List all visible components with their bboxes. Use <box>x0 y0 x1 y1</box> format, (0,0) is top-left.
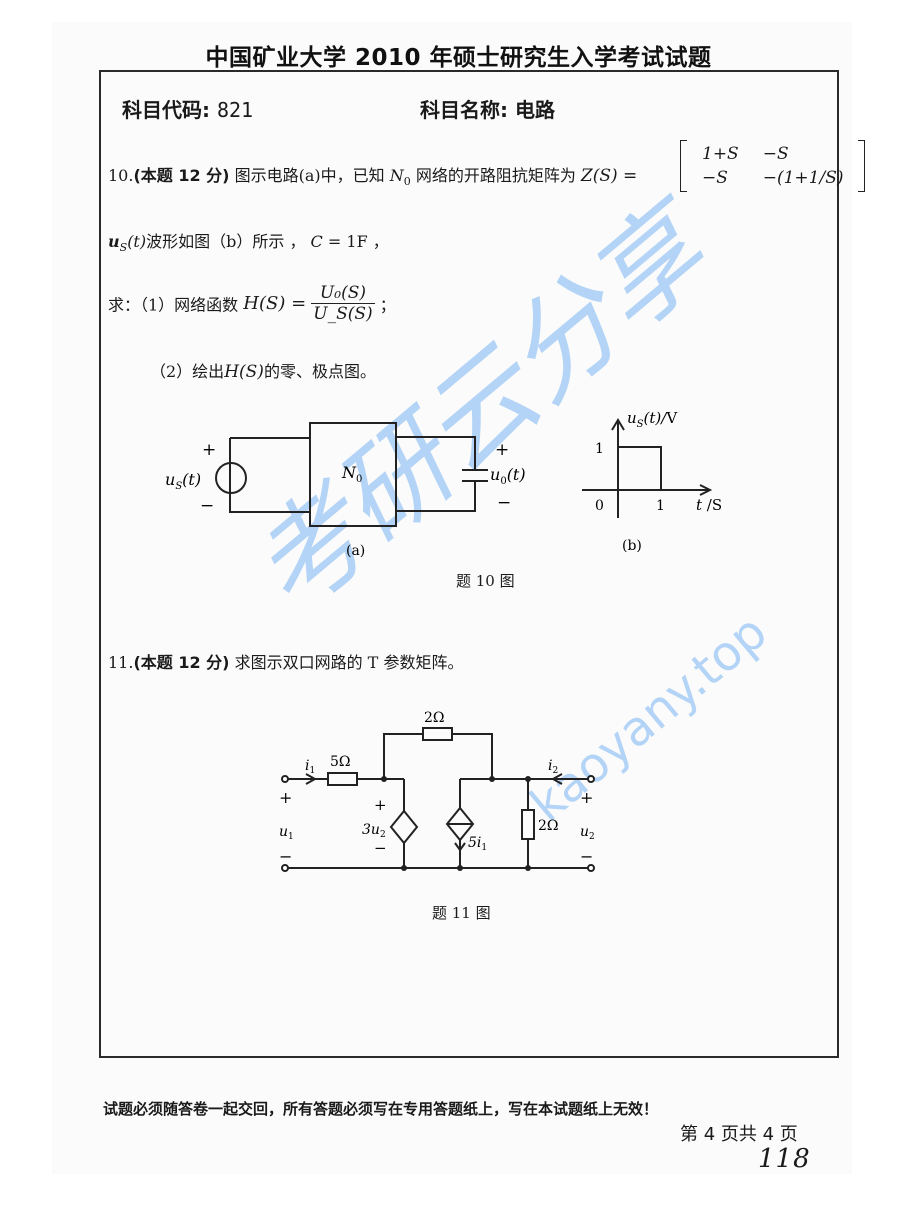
figure-10a: + uS(t) − N0 + u0(t) − (a) <box>165 422 526 559</box>
ask1-end: ； <box>379 295 396 315</box>
question-frame <box>99 70 839 1058</box>
impedance-matrix: 1+S −S −S −(1+1/S) <box>680 140 866 192</box>
ask2-h: H(S) <box>224 362 264 382</box>
footer-notice: 试题必须随答卷一起交回，所有答题必须写在专用答题纸上，写在本试题纸上无效！ <box>103 1100 659 1118</box>
r-in-label: 5Ω <box>330 754 351 770</box>
fig-b-y-tick: 1 <box>595 441 604 457</box>
r-top-label: 2Ω <box>424 710 445 726</box>
svg-text:−: − <box>374 839 387 857</box>
q10-network-sub: 0 <box>403 175 411 188</box>
r-shunt-label: 2Ω <box>538 818 559 834</box>
page-number: 第 4 页共 4 页 <box>680 1124 798 1145</box>
ask1-h: H(S) = <box>243 293 307 314</box>
i2-label: i2 <box>548 758 558 776</box>
us-var: u <box>108 232 120 251</box>
q10-line2: uS(t)波形如图（b）所示 ， C = 1F ， <box>108 228 389 254</box>
q10-line2-text: 波形如图（b）所示 ， <box>146 232 306 251</box>
fig11-caption: 题 11 图 <box>432 904 491 922</box>
us-sub: S <box>119 241 128 254</box>
matrix-cell-21: −S <box>702 168 728 188</box>
q10-network: N <box>389 166 404 185</box>
h-fraction: U₀(S) U_S(S) <box>311 283 375 324</box>
subject-code-label: 科目代码: <box>122 98 210 122</box>
svg-text:+: + <box>580 788 593 807</box>
fig-b-caption: (b) <box>622 538 642 554</box>
matrix-cell-12: −S <box>762 144 789 164</box>
q11-text: 求图示双口网路的 T 参数矩阵。 <box>234 653 464 672</box>
subject-code: 科目代码: 821 <box>122 94 253 123</box>
us-arg: (t) <box>127 232 147 251</box>
scanned-page <box>52 22 852 1174</box>
vcvs-label: 3u2 <box>362 822 386 840</box>
handwritten-number: 118 <box>758 1144 811 1174</box>
u1-label: u1 <box>279 824 294 842</box>
subject-code-value: 821 <box>216 98 254 122</box>
c-value: = 1F ， <box>327 232 389 251</box>
figure-11-circuit: 2Ω 5Ω i1 i2 + u1 − + 3u2 − 5i1 2Ω + u2 − <box>279 710 595 872</box>
q10-intro2: 网络的开路阻抗矩阵为 <box>415 166 576 185</box>
q10-line1: 10.(本题 12 分) 图示电路(a)中，已知 N0 网络的开路阻抗矩阵为 Z… <box>108 162 637 188</box>
svg-text:+: + <box>279 788 292 807</box>
matrix-cell-11: 1+S <box>702 144 739 164</box>
u2-label: u2 <box>580 824 595 842</box>
fig-a-plus: + <box>202 440 216 460</box>
q10-number: 10. <box>108 166 134 185</box>
subject-name-value: 电路 <box>514 98 555 122</box>
fig10-caption: 题 10 图 <box>456 572 515 590</box>
page-title: 中国矿业大学 2010 年硕士研究生入学考试试题 <box>205 45 712 71</box>
fig-a-box-label: N0 <box>341 463 362 485</box>
svg-text:+: + <box>374 796 387 814</box>
matrix-cell-22: −(1+1/S) <box>762 168 844 188</box>
cccs-label: 5i1 <box>468 835 487 853</box>
svg-text:−: − <box>279 847 292 866</box>
i1-label: i1 <box>305 758 315 776</box>
h-numerator: U₀(S) <box>311 283 375 304</box>
ask2-prefix: （2）绘出 <box>150 362 225 381</box>
q10-ask2: （2）绘出H(S)的零、极点图。 <box>150 358 376 382</box>
ask1-prefix: 求：（1）网络函数 <box>108 295 239 315</box>
q11-number: 11. <box>108 653 134 672</box>
ask2-suffix: 的零、极点图。 <box>263 362 376 381</box>
q11-points: (本题 12 分) <box>133 653 230 672</box>
c-var: C <box>310 232 323 251</box>
subject-name: 科目名称: 电路 <box>420 94 555 123</box>
subject-name-label: 科目名称: <box>420 98 508 122</box>
svg-text:+: + <box>495 440 509 460</box>
fig-b-origin: 0 <box>595 498 604 514</box>
svg-text:−: − <box>497 493 511 513</box>
q11-line: 11.(本题 12 分) 求图示双口网路的 T 参数矩阵。 <box>108 649 463 673</box>
fig-a-caption: (a) <box>346 543 365 559</box>
h-denominator: U_S(S) <box>313 304 373 324</box>
q10-ask1: 求：（1）网络函数 H(S) = U₀(S) U_S(S) ； <box>108 283 396 324</box>
figure-10b-waveform: uS(t)/V 1 0 1 t /S (b) <box>582 409 722 554</box>
fig-a-source-label: uS(t) <box>165 470 201 492</box>
svg-text:−: − <box>580 847 593 866</box>
fig-b-x-label: t /S <box>696 496 722 514</box>
q10-intro: 图示电路(a)中，已知 <box>234 166 385 185</box>
q10-matrix-label: Z(S) = <box>580 166 638 186</box>
fig-a-minus: − <box>200 496 214 516</box>
fig-a-output-label: u0(t) <box>490 465 526 487</box>
fig-b-x-tick: 1 <box>656 498 665 514</box>
q10-points: (本题 12 分) <box>133 166 230 185</box>
fig-b-y-label: uS(t)/V <box>627 409 678 430</box>
